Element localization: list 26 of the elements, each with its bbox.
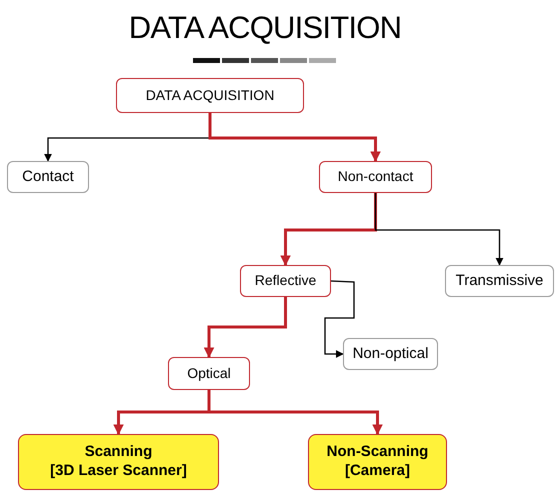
node-label: Non-optical — [352, 344, 428, 364]
connector-arrow — [374, 193, 504, 266]
connector-arrow — [204, 297, 287, 358]
process-box — [445, 265, 554, 297]
node-label: [Camera] — [344, 462, 410, 481]
process-box — [7, 161, 89, 193]
process-box — [319, 161, 432, 193]
connector-arrow — [324, 280, 355, 358]
connector-arrow — [208, 113, 381, 162]
process-box — [240, 265, 331, 297]
process-box — [116, 78, 304, 113]
highlighted-box — [18, 434, 219, 490]
process-box — [343, 338, 438, 370]
node-label: Optical — [187, 364, 231, 382]
node-label: Transmissive — [456, 272, 544, 290]
node-label: DATA ACQUISITION — [146, 86, 274, 104]
node-label: Non-Scanning — [326, 443, 428, 462]
connector-arrow — [280, 193, 377, 266]
title: DATA ACQUISITION — [128, 9, 402, 47]
node-label: [3D Laser Scanner] — [50, 462, 187, 481]
node-label: Contact — [22, 168, 74, 186]
process-box — [168, 357, 250, 390]
node-label: Reflective — [254, 272, 316, 290]
highlighted-box — [308, 434, 447, 490]
node-label: Non-contact — [338, 168, 414, 186]
node-label: Scanning — [84, 443, 152, 462]
